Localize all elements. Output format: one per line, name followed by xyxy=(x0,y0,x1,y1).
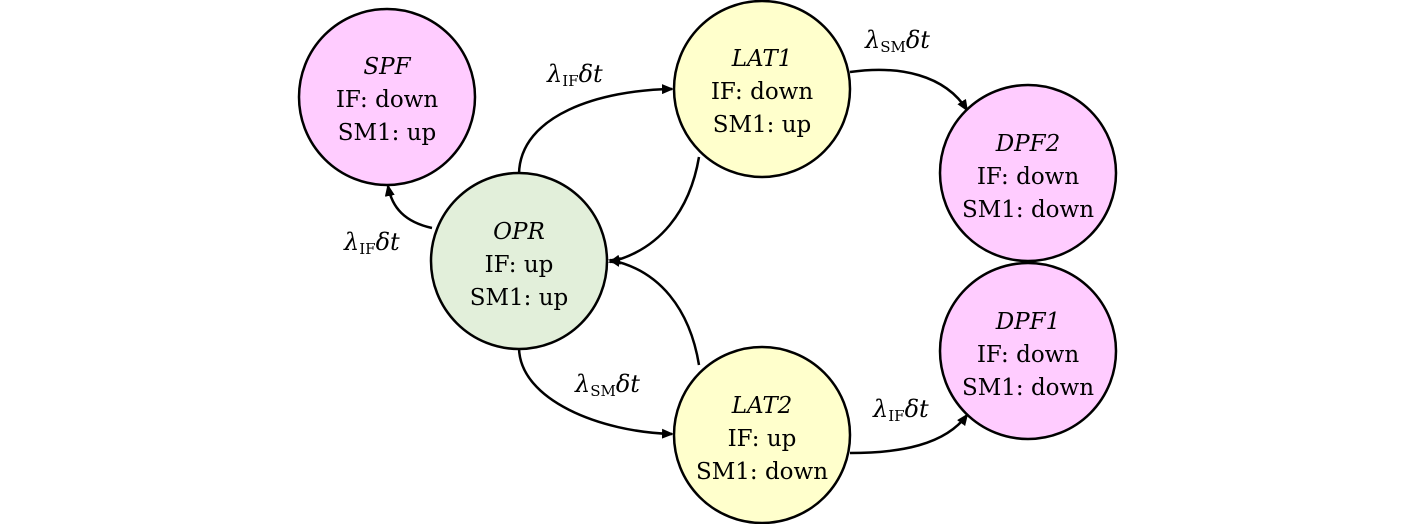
state-lat2-if-status: IF: up xyxy=(728,426,797,452)
edge-lat2-to-opr xyxy=(608,257,701,366)
rate-label-lat1-to-dpf2: λSMδt xyxy=(864,26,930,56)
rate-label-opr-to-lat2: λSMδt xyxy=(574,370,640,400)
rate-suffix: δt xyxy=(905,395,929,423)
rate-symbol: λ xyxy=(546,60,562,88)
state-lat1-circle xyxy=(672,0,852,179)
edge-lat1-to-dpf2 xyxy=(849,68,969,112)
state-spf: SPF IF: down SM1: up xyxy=(297,7,477,187)
rate-symbol: λ xyxy=(872,395,888,423)
state-lat1: LAT1 IF: down SM1: up xyxy=(672,0,852,179)
rate-suffix: δt xyxy=(376,228,400,256)
state-dpf2: DPF2 IF: down SM1: down xyxy=(938,83,1118,263)
rate-suffix: δt xyxy=(616,370,640,398)
state-opr-if-status: IF: up xyxy=(485,252,554,278)
state-dpf2-circle xyxy=(938,83,1118,263)
state-dpf1-name: DPF1 xyxy=(995,309,1061,335)
state-spf-name: SPF xyxy=(363,54,411,80)
state-lat2: LAT2 IF: up SM1: down xyxy=(672,345,852,524)
edge-opr-to-spf xyxy=(384,184,433,230)
rate-symbol: λ xyxy=(343,228,359,256)
edge-opr-to-lat2 xyxy=(517,347,674,439)
rate-suffix: δt xyxy=(579,60,603,88)
state-dpf1-sm-status: SM1: down xyxy=(962,375,1094,401)
state-lat2-circle xyxy=(672,345,852,524)
edge-lat2-to-dpf1 xyxy=(849,413,969,455)
state-spf-if-status: IF: down xyxy=(336,87,439,113)
state-dpf2-if-status: IF: down xyxy=(977,164,1080,190)
state-lat2-sm-status: SM1: down xyxy=(696,459,828,485)
state-dpf2-sm-status: SM1: down xyxy=(962,197,1094,223)
state-spf-sm-status: SM1: up xyxy=(338,120,437,146)
rate-subscript: IF xyxy=(359,240,375,258)
state-lat2-name: LAT2 xyxy=(731,393,793,419)
rate-suffix: δt xyxy=(906,26,930,54)
state-dpf1: DPF1 IF: down SM1: down xyxy=(938,261,1118,441)
rate-subscript: IF xyxy=(562,72,578,90)
edge-opr-to-lat1 xyxy=(517,84,674,175)
rate-subscript: SM xyxy=(590,382,616,400)
rate-subscript: IF xyxy=(888,407,904,425)
state-opr-sm-status: SM1: up xyxy=(470,285,569,311)
state-lat1-sm-status: SM1: up xyxy=(713,112,812,138)
edge-lat1-to-opr xyxy=(608,156,701,265)
rate-symbol: λ xyxy=(574,370,590,398)
state-lat1-name: LAT1 xyxy=(731,46,793,72)
state-dpf1-circle xyxy=(938,261,1118,441)
state-opr: OPR IF: up SM1: up xyxy=(429,171,609,351)
rate-label-lat2-to-dpf1: λIFδt xyxy=(872,395,929,425)
rate-symbol: λ xyxy=(864,26,880,54)
rate-label-opr-to-spf: λIFδt xyxy=(343,228,400,258)
state-opr-circle xyxy=(429,171,609,351)
state-opr-name: OPR xyxy=(493,219,545,245)
state-dpf1-if-status: IF: down xyxy=(977,342,1080,368)
rate-subscript: SM xyxy=(880,38,906,56)
state-spf-circle xyxy=(297,7,477,187)
state-lat1-if-status: IF: down xyxy=(711,79,814,105)
rate-label-opr-to-lat1: λIFδt xyxy=(546,60,603,90)
state-dpf2-name: DPF2 xyxy=(995,131,1061,157)
